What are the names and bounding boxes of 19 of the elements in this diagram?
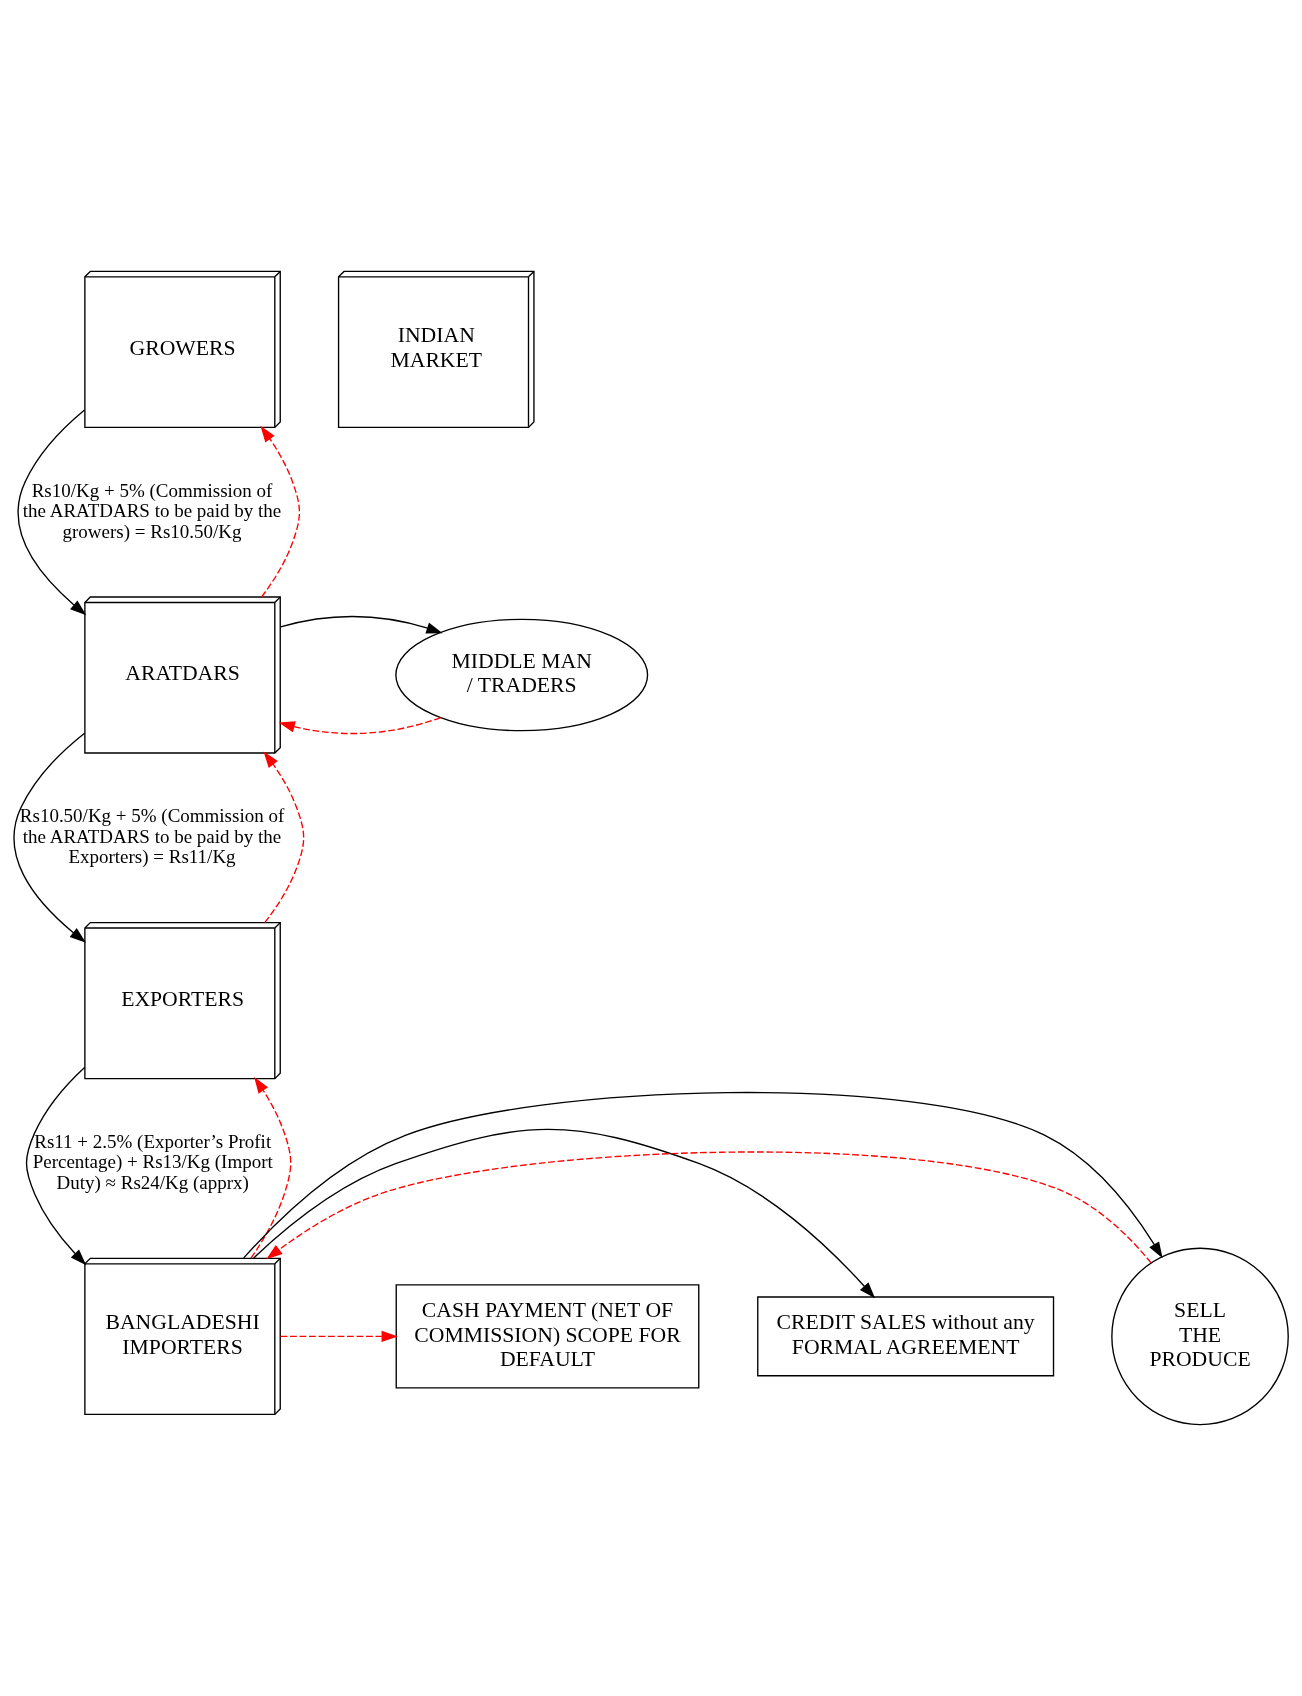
edge-label: Rs10/Kg + 5% (Commission of the ARATDARS to be paid by the growers) = Rs10.50/Kg bbox=[22, 479, 282, 542]
arrow bbox=[25, 1066, 87, 1266]
node-box: CREDIT SALES without any FORMAL AGREEMENT bbox=[757, 1296, 1055, 1377]
arrow bbox=[266, 1151, 1152, 1264]
arrow bbox=[279, 615, 443, 634]
edge-label: Rs10.50/Kg + 5% (Commission of the ARATDARS to be paid by the Exporters) = Rs11/Kg bbox=[19, 805, 285, 868]
arrow bbox=[13, 732, 86, 943]
node-circle: SELL THE PRODUCE bbox=[1111, 1247, 1289, 1426]
arrow bbox=[260, 425, 301, 598]
arrow bbox=[279, 1330, 398, 1343]
edge-label: Rs11 + 2.5% (Exporter’s Profit Percentage) + Rs13/Kg (Import Duty) ≈ Rs24/Kg (apprx) bbox=[32, 1131, 273, 1193]
arrow bbox=[17, 409, 87, 616]
arrow bbox=[253, 1128, 876, 1299]
arrow bbox=[278, 716, 442, 735]
arrow bbox=[263, 751, 305, 924]
node-box: CASH PAYMENT (NET OF COMMISSION) SCOPE FOR DEFAULT bbox=[395, 1284, 700, 1389]
arrow bbox=[243, 1091, 1163, 1259]
node-ellipse: MIDDLE MAN / TRADERS bbox=[395, 618, 649, 732]
arrow bbox=[250, 1077, 292, 1259]
